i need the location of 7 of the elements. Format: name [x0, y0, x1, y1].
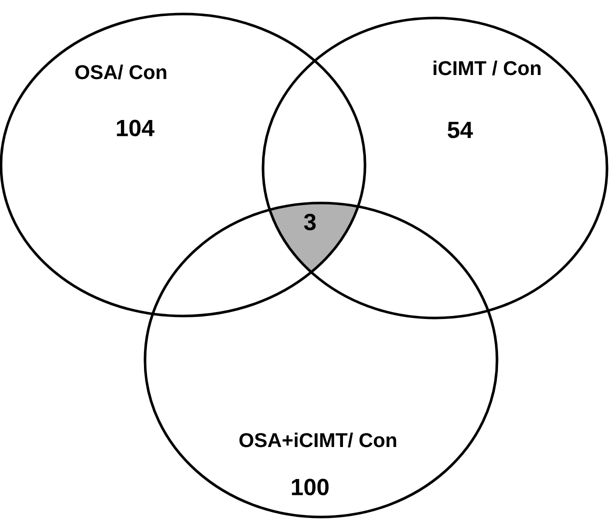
- count-label: 54: [448, 122, 473, 138]
- set-label: OSA/ Con: [75, 64, 166, 80]
- set-label: iCIMT / Con: [434, 60, 541, 76]
- count-label: 104: [116, 120, 154, 136]
- count-label: 3: [304, 214, 316, 230]
- count-label: 100: [292, 478, 329, 496]
- set-label: OSA+iCIMT/ Con: [239, 432, 396, 448]
